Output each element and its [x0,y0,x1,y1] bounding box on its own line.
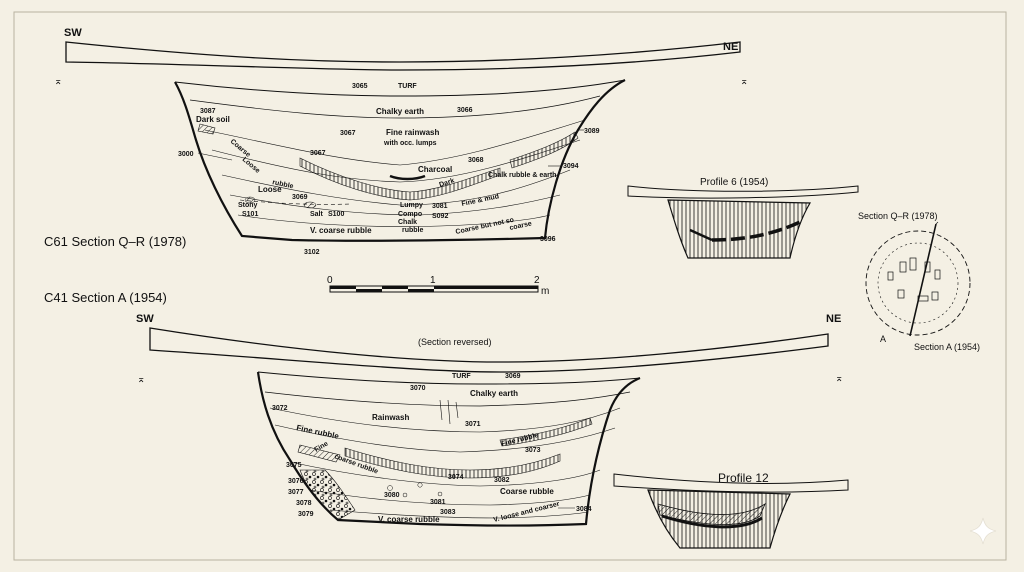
plan-point-a-label: A [880,334,886,344]
profile-12-title: Profile 12 [718,471,769,485]
ctx-3065: 3065 [352,83,368,90]
section-a-title: C41 Section A (1954) [44,290,167,305]
section-qr-title: C61 Section Q–R (1978) [44,234,186,249]
scale-tick-1: 1 [430,275,436,286]
occ-lumps-label: with occ. lumps [383,140,437,147]
scale-bar: 0 1 2 m [327,275,549,297]
figure-frame [13,11,1007,561]
ctx-3094: 3094 [563,163,579,170]
ctx-3078: 3078 [296,500,312,507]
ctx-3080: 3080 [384,492,400,499]
compo-label: Compo [398,211,422,218]
ctx-3067-a: 3067 [340,130,356,137]
profile-12: Profile 12 [613,471,849,549]
ctx-3000: 3000 [178,151,194,158]
chalk-rubble-label: Chalk rubble & earth [488,172,556,179]
plan-section-a-label: Section A (1954) [914,342,980,352]
coarse-rubble-label: Coarse rubble [500,487,554,496]
ctx-3069-a: 3069 [505,373,521,380]
scale-unit: m [541,286,549,297]
ctx-3102: 3102 [304,249,320,256]
loose-label: Loose [258,185,282,194]
section-a-sw-label: SW [136,313,154,325]
lumpy-label: Lumpy [400,202,423,209]
coarse-label: coarse [509,220,533,232]
section-qr-sw-label: SW [64,27,82,39]
chalky-earth-label-a: Chalky earth [470,389,518,398]
charcoal-label: Charcoal [418,165,452,174]
loose-rotated-label: Loose [241,156,261,175]
v-loose-coarser-label: V. loose and coarser [493,501,561,524]
ctx-3077: 3077 [288,489,304,496]
rubble-rotated-label: rubble [272,179,294,190]
section-qr-datum-left-mark: ⌅ [54,76,62,87]
section-a-datum-right-mark: ⌅ [835,373,843,384]
rainwash-label: Rainwash [372,413,409,422]
ctx-3092: S092 [432,213,448,220]
ctx-3073: 3073 [525,447,541,454]
ctx-3072: 3072 [272,405,288,412]
salt-label: Salt [310,211,324,218]
ctx-3079: 3079 [298,511,314,518]
ctx-3096: 3096 [540,236,556,243]
plan-section-qr-label: Section Q–R (1978) [858,211,938,221]
ctx-3075: 3075 [286,462,302,469]
ctx-3089: 3089 [584,128,600,135]
turf-label: TURF [398,83,417,90]
ctx-3084: 3084 [576,506,592,513]
ctx-3067-b: 3067 [310,150,326,157]
stony-label: Stony [238,202,258,209]
fine-mud-label: Fine & mud [461,193,500,208]
section-reversed-note: (Section reversed) [418,337,492,347]
ctx-3087: 3087 [200,108,216,115]
ctx-3083: 3083 [440,509,456,516]
ctx-3069: 3069 [292,194,308,201]
dark-label: Dark [438,177,455,189]
ctx-3082: 3082 [494,477,510,484]
v-coarse-rubble-label-a: V. coarse rubble [378,515,440,524]
turf-label-a: TURF [452,373,471,380]
profile-6: Profile 6 (1954) [627,177,859,259]
ctx-3081-a: 3081 [430,499,446,506]
ctx-3101: S101 [242,211,258,218]
chalky-earth-label: Chalky earth [376,107,424,116]
v-coarse-rubble-label: V. coarse rubble [310,226,372,235]
ctx-3076: 3076 [288,478,304,485]
ctx-3071: 3071 [465,421,481,428]
rubble-label: rubble [402,227,423,234]
profile-6-title: Profile 6 (1954) [700,177,768,188]
fine-rainwash-label: Fine rainwash [386,128,439,137]
ctx-3081: 3081 [432,203,448,210]
section-qr-drawing: SW NE ⌅ ⌅ 3065 TURF Chalky earth 3066 30… [44,27,748,256]
site-plan: Section Q–R (1978) Section A (1954) A [858,211,980,352]
chalk-label: Chalk [398,219,417,226]
scale-tick-0: 0 [327,275,333,286]
sparkle-icon [969,517,997,545]
ctx-3070: 3070 [410,385,426,392]
dark-soil-label: Dark soil [196,115,230,124]
section-a-ne-label: NE [826,313,841,325]
section-a-drawing: C41 Section A (1954) SW NE ⌅ ⌅ (Section … [44,290,843,527]
ctx-s100: S100 [328,211,344,218]
ctx-3074: 3074 [448,474,464,481]
coarse-not-so-label: Coarse but not so [455,217,515,236]
fine-rubble-label-2: Fine rubble [501,432,539,448]
section-a-datum-left-mark: ⌅ [137,374,145,385]
ctx-3068: 3068 [468,157,484,164]
coarse-rotated-label: Coarse [229,138,252,159]
fine-rubble-label: Fine rubble [296,423,341,441]
scale-tick-2: 2 [534,275,540,286]
ctx-3066: 3066 [457,107,473,114]
section-qr-datum-right-mark: ⌅ [740,76,748,87]
